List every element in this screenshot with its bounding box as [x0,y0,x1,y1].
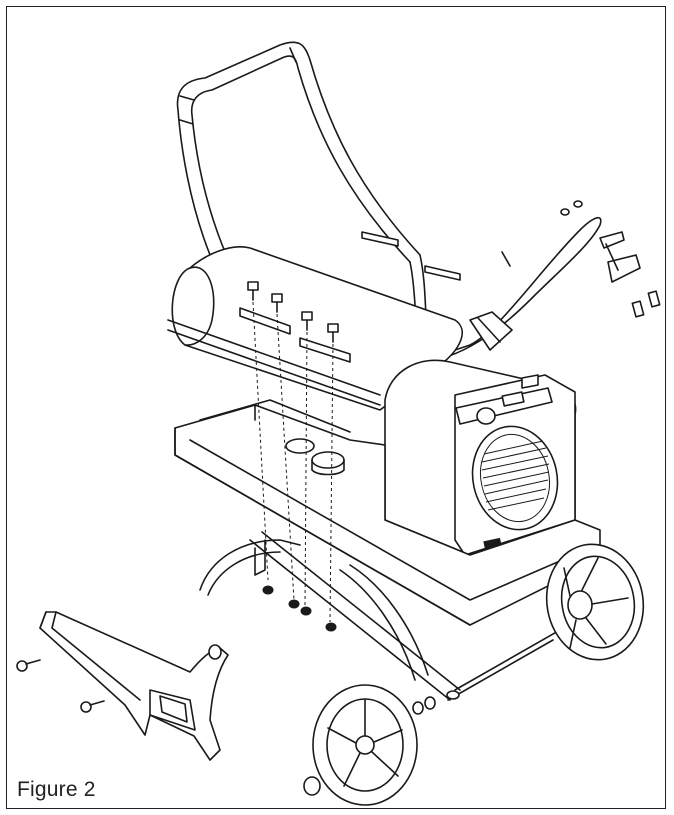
nuts [262,585,337,632]
assembly-guide-lines [252,301,334,623]
base-frame [199,531,561,701]
handle-knob-right [560,200,661,318]
washers [412,696,436,715]
fan-grill [471,425,559,555]
figure-caption: Figure 2 [17,778,96,801]
handle-brackets [361,231,461,281]
wheel-left [303,684,418,806]
leg-bolts [16,659,105,713]
handle-knob-left [469,311,513,351]
mounting-bolts [247,281,339,343]
front-support-leg [39,611,229,761]
wheel-right [545,543,645,661]
fuel-tank [174,399,601,626]
heater-cylinder [167,246,464,411]
